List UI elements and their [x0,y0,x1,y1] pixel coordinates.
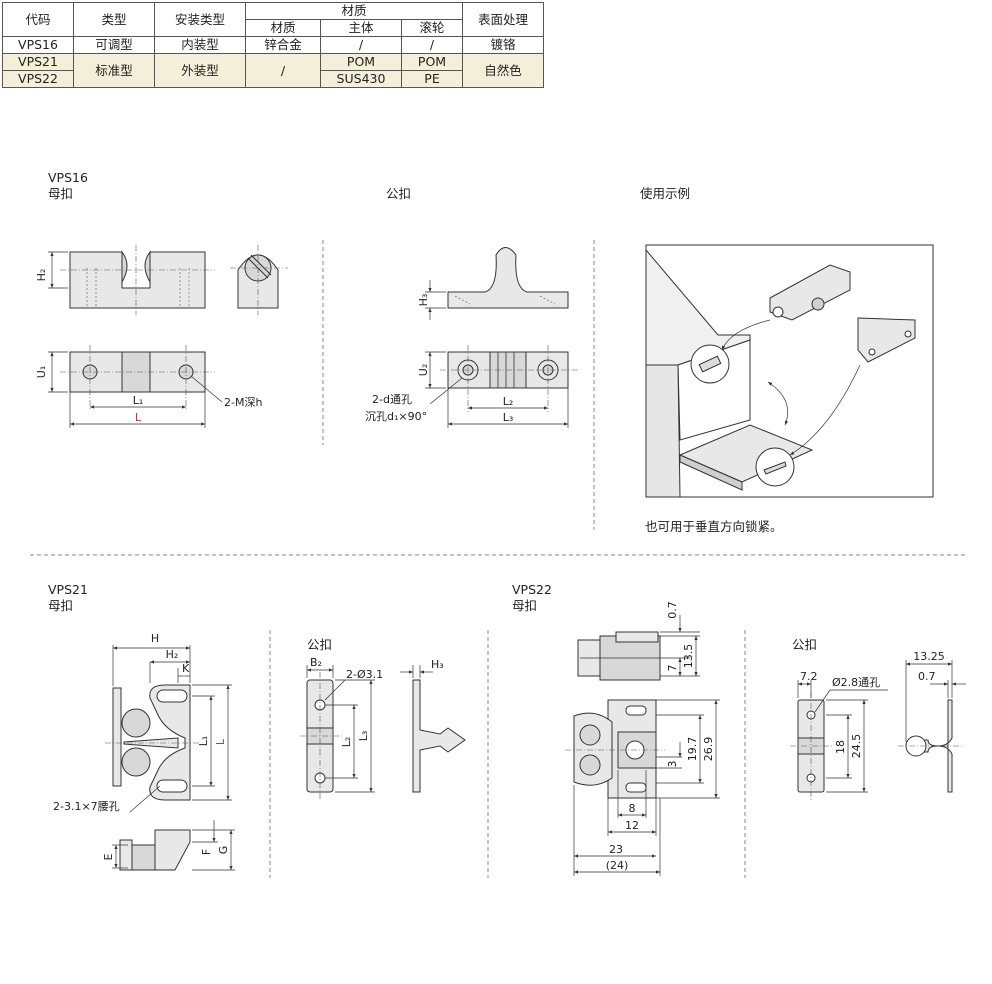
dim-19-7: 19.7 [686,737,699,762]
dim-h2: H₂ [166,648,179,661]
vps16-female-side-view [230,245,288,315]
model-label-vps22: VPS22 [512,582,552,597]
header-type: 类型 [73,2,155,37]
spec-table: 代码 类型 安装类型 材质 表面处理 材质 主体 滚轮 VPS16 可调型 内装… [2,2,544,88]
dim-h: H [151,632,159,645]
dim-l3: L₃ [357,731,370,742]
model-label-vps21: VPS21 [48,582,88,597]
dim-b2: B₂ [310,656,322,669]
dim-7: 7 [666,665,679,672]
dim-26-9: 26.9 [702,737,715,762]
female-label: 母扣 [48,598,74,613]
dim-24: (24) [606,859,629,872]
usage-label: 使用示例 [640,186,691,201]
male-label: 公扣 [792,637,818,652]
dim-l2: L₂ [503,395,514,408]
dim-13-25: 13.25 [913,650,945,663]
dim-l: L [214,738,227,745]
dim-h3: H₃ [431,658,444,671]
usage-note: 也可用于垂直方向锁紧。 [645,519,783,534]
dim-thread: 2-M深h [224,396,262,409]
dim-g: G [217,846,230,855]
vps22-male-front-view: 7.2 Ø2.8通孔 18 24.5 [790,670,888,800]
dim-hole-2-8: Ø2.8通孔 [832,676,880,689]
vps21-male-side-view: H₃ [400,658,466,793]
cell-main: POM [320,53,402,71]
dim-3: 3 [666,761,679,768]
cell-roller: PE [401,70,463,88]
dim-slot: 2-3.1×7腰孔 [53,800,120,813]
header-code: 代码 [2,2,74,37]
male-label: 公扣 [386,186,412,201]
dim-l3: L₃ [503,411,514,424]
vps16-male-top-view: U₂ L₂ L₃ 2-d通孔 沉孔d₁×90° [365,345,578,428]
vps21-female-side-view: E F G [102,820,235,871]
vps22-male-side-view: 13.25 0.7 [898,650,966,793]
dim-12: 12 [625,819,639,832]
cell-type: 标准型 [73,53,155,88]
dim-f: F [200,849,213,855]
dim-e: E [102,853,115,860]
vps16-female-top-view: U₁ L₁ L 2-M深h [35,345,262,428]
cell-install: 内装型 [154,36,246,54]
vps22-female-top-view: 0.7 13.5 7 [577,601,700,681]
dim-countersink: 沉孔d₁×90° [365,410,427,423]
cell-code: VPS21 [2,53,74,71]
dim-l: L [135,411,142,424]
usage-example-illustration [645,244,934,498]
dim-0-7: 0.7 [666,601,679,619]
vps21-male-front-view: B₂ 2-Ø3.1 L₂ L₃ [300,656,383,800]
cell-surface: 自然色 [462,53,544,88]
cell-material: 锌合金 [245,36,321,54]
male-label: 公扣 [307,637,333,652]
dim-hole: 2-Ø3.1 [346,668,383,681]
female-label: 母扣 [512,598,538,613]
dim-h3: H₃ [417,294,430,307]
dim-24-5: 24.5 [850,734,863,759]
female-label: 母扣 [48,186,74,201]
dim-k: K [182,662,190,675]
dim-through-hole: 2-d通孔 [372,393,412,406]
model-label-vps16: VPS16 [48,170,88,185]
dim-8: 8 [629,802,636,815]
cell-install: 外装型 [154,53,246,88]
dim-u2: U₂ [417,364,430,376]
dim-13-5: 13.5 [682,644,695,669]
dim-l1: L₁ [197,736,210,747]
cell-main: SUS430 [320,70,402,88]
vps16-male-front-view: H₃ [417,247,569,320]
vps22-female-front-view: 26.9 19.7 3 8 12 23 (24) [565,699,720,876]
header-surface: 表面处理 [462,2,544,37]
dim-l2: L₂ [340,737,353,748]
cell-material: / [245,53,321,88]
dim-h2: H₂ [35,269,48,282]
header-main: 主体 [320,19,402,37]
cell-code: VPS22 [2,70,74,88]
dim-u1: U₁ [35,366,48,378]
dim-23: 23 [609,843,623,856]
dim-l1: L₁ [133,394,144,407]
dim-7-2: 7.2 [800,670,818,683]
dim-0-7: 0.7 [918,670,936,683]
vps21-female-front-view: H H₂ K L₁ L 2-3.1×7腰孔 [53,632,232,813]
cell-code: VPS16 [2,36,74,54]
vps16-female-front-view: H₂ [35,245,215,315]
dim-18: 18 [834,740,847,754]
